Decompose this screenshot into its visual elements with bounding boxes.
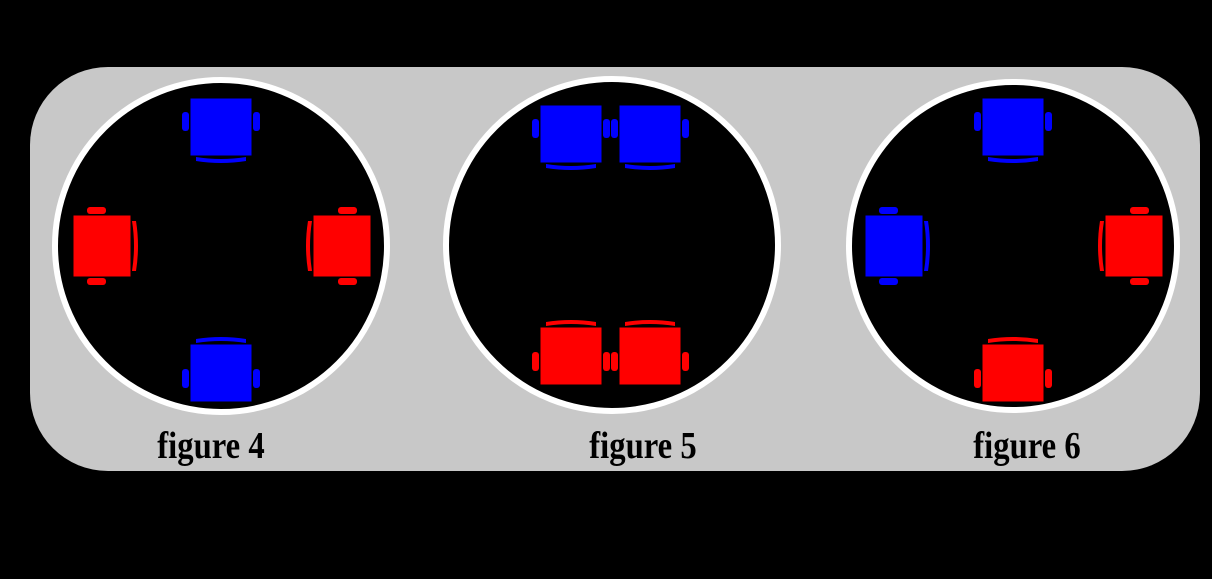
- table-circle: [52, 77, 390, 415]
- chair-blue-top-right: [611, 104, 689, 170]
- chair-blue-top-left: [532, 104, 610, 170]
- figure-5-label: figure 5: [589, 425, 697, 467]
- figure-4-label: figure 4: [157, 425, 265, 467]
- chair-blue-left: [864, 207, 930, 285]
- chairs-layer: [72, 97, 1164, 403]
- chair-blue-top: [974, 97, 1052, 163]
- chair-red-bottom-right: [611, 320, 689, 386]
- figure-6: [846, 79, 1180, 413]
- figure-5: [443, 76, 781, 414]
- chair-red-bottom-left: [532, 320, 610, 386]
- chair-red-bottom: [974, 337, 1052, 403]
- chair-red-right: [306, 207, 372, 285]
- chair-blue-bottom: [182, 337, 260, 403]
- figure-6-label: figure 6: [973, 425, 1081, 467]
- chair-red-left: [72, 207, 138, 285]
- table-circle: [443, 76, 781, 414]
- chair-red-right: [1098, 207, 1164, 285]
- chair-blue-top: [182, 97, 260, 163]
- figure-4: [52, 77, 390, 415]
- table-circle: [846, 79, 1180, 413]
